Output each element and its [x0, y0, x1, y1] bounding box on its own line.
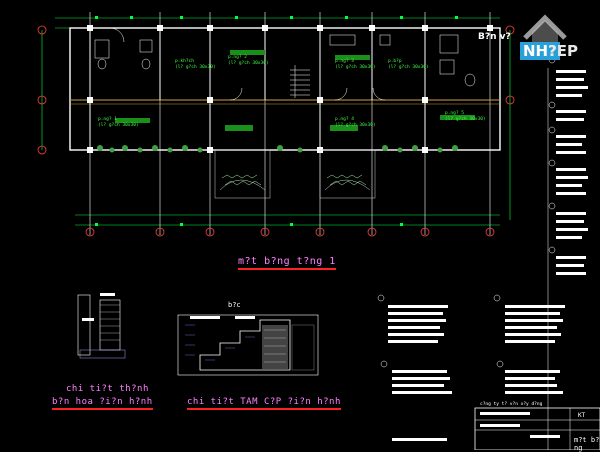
room-label: p.ng? 5: [445, 111, 464, 116]
room-label: p.ng? 3: [335, 59, 354, 64]
plan-title-text: m?t b?ng t?ng 1: [238, 256, 336, 270]
room-note: (l? g?ch 30x30): [98, 123, 139, 128]
detail-steps-label: b?c: [228, 301, 241, 309]
detail-flower-bed: [77, 293, 126, 359]
title-block-code: KT: [578, 412, 586, 419]
detail-flower-bed-title-2-text: b?n hoa ?i?n h?nh: [52, 397, 153, 410]
detail-steps-title: chi ti?t TAM C?P ?i?n h?nh: [187, 397, 341, 410]
site-logo[interactable]: [470, 8, 592, 62]
room-label: p.ng? 1: [98, 117, 117, 122]
logo-prefix: B?n v?: [478, 32, 511, 42]
detail-flower-bed-title-2: b?n hoa ?i?n h?nh: [52, 397, 153, 410]
detail-flower-bed-title-1: chi ti?t th?nh: [66, 384, 149, 394]
title-block-company: c?ng ty t? v?n x?y d?ng: [480, 402, 543, 407]
room-note: (l? g?ch 30x30): [228, 61, 269, 66]
room-note: (l? g?ch 30x30): [335, 65, 376, 70]
logo-brand-right: ?EP: [548, 42, 578, 60]
room-note: (l? g?ch 30x30): [335, 123, 376, 128]
room-label: p.b?p: [388, 59, 402, 64]
title-block-sheet: m?t b?ng: [574, 436, 600, 452]
room-label: p.ng? 2: [228, 55, 247, 60]
plan-title: m?t b?ng t?ng 1: [238, 256, 336, 270]
logo-brand-left: NH?: [520, 42, 560, 60]
floor-plan: [37, 12, 515, 237]
notes-lists: [377, 294, 565, 441]
detail-steps: [177, 314, 319, 376]
room-note: (l? g?ch 30x30): [388, 65, 429, 70]
house-icon: [523, 14, 567, 44]
room-label: p.kh?ch: [175, 59, 194, 64]
detail-steps-title-text: chi ti?t TAM C?P ?i?n h?nh: [187, 397, 341, 410]
title-block: [474, 407, 600, 450]
room-label: p.ng? 4: [335, 117, 354, 122]
room-note: (l? g?ch 30x30): [445, 117, 486, 122]
room-note: (l? g?ch 30x30): [175, 65, 216, 70]
